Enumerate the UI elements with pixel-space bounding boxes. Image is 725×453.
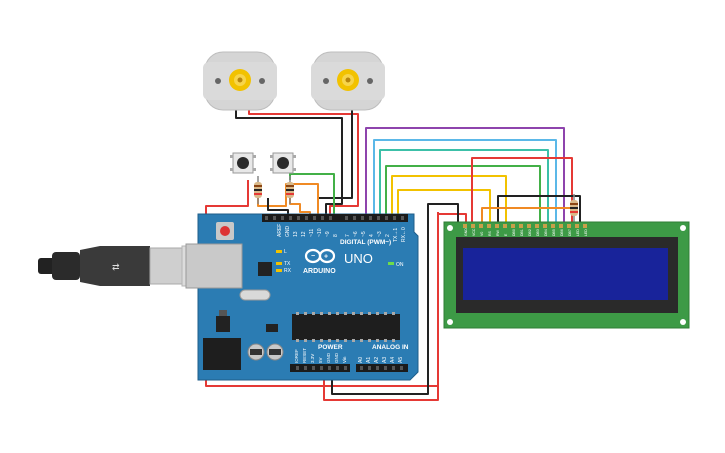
resistor-3[interactable]: [570, 194, 578, 222]
led-tx-label: TX: [284, 261, 291, 267]
wire-5v-red[interactable]: [323, 212, 439, 401]
lcd-pin-led-a-label: LED: [576, 229, 580, 236]
lcd-pin-rw-label: RW: [496, 230, 500, 236]
crystal: [239, 289, 271, 301]
power-label: POWER: [318, 344, 343, 351]
led-rx: [276, 269, 282, 272]
lcd-pin-e-label: E: [504, 233, 508, 236]
lcd-pin-db4-label: DB4: [544, 229, 548, 236]
ioref-label: IOREF: [294, 349, 299, 363]
pin-0-label: RX←0: [401, 227, 407, 242]
pin-12-label: 12: [301, 231, 307, 237]
lcd-pin-led-k-label: LED: [584, 229, 588, 236]
pin-6-label: ~6: [353, 231, 359, 237]
pin-4-label: 4: [369, 234, 375, 237]
usb-chip: [258, 262, 272, 276]
logo-minus-icon: −: [311, 253, 315, 260]
logo-plus-icon: +: [324, 254, 328, 261]
lcd-pin-db1-label: DB1: [520, 229, 524, 236]
reset-button-cap[interactable]: [220, 226, 230, 236]
arduino-uno[interactable]: AREF GND 13 12 ~11 ~10 ~9 8 7 ~6 ~5 4 ~3…: [185, 213, 419, 381]
led-rx-label: RX: [284, 268, 292, 274]
lcd-pin-vcc-label: VCC: [472, 228, 476, 236]
wire-lcd-teal[interactable]: [379, 149, 549, 224]
led-on: [388, 262, 394, 265]
pushbutton-1[interactable]: [230, 152, 256, 174]
lcd-pin-db6-label: DB6: [560, 229, 564, 236]
led-on-label: ON: [396, 262, 404, 268]
led-l-label: L: [284, 249, 287, 255]
arduino-logo-icon: [304, 248, 336, 264]
vin-label: Vin: [342, 356, 347, 363]
wire-motor1-red[interactable]: [248, 108, 359, 218]
pushbutton-2[interactable]: [270, 152, 296, 174]
led-l: [276, 250, 282, 253]
a3-label: A3: [382, 357, 388, 363]
gnd2-label: GND: [334, 352, 339, 363]
lcd-pin-db0-label: DB0: [512, 229, 516, 236]
lcd-pin-db5-label: DB5: [552, 229, 556, 236]
resistor-1[interactable]: [254, 176, 262, 204]
arduino-brand-label: ARDUINO: [303, 268, 336, 275]
pin-3-label: ~3: [377, 231, 383, 237]
dc-motor-2[interactable]: [311, 51, 385, 111]
a0-label: A0: [358, 357, 364, 363]
atmega-chip: [292, 314, 400, 340]
dc-motor-1[interactable]: [203, 51, 277, 111]
pin-5-label: ~5: [361, 231, 367, 237]
pin-2-label: 2: [385, 234, 391, 237]
wire-button2-green[interactable]: [289, 173, 335, 218]
uno-model-label: UNO: [344, 251, 373, 266]
wire-lcd-orange[interactable]: [481, 207, 574, 224]
3v3-label: 3.3V: [310, 354, 315, 363]
wire-gnd-black-lcd[interactable]: [331, 203, 459, 395]
gnd-label: GND: [285, 226, 291, 238]
usb-port: [185, 243, 243, 289]
analog-label: ANALOG IN: [372, 344, 409, 351]
voltage-regulator: [216, 316, 230, 332]
pin-1-label: TX→1: [393, 228, 399, 242]
lcd-pin-v0-label: V0: [480, 232, 484, 236]
pin-13-label: 13: [293, 231, 299, 237]
icsp-header: [266, 324, 278, 332]
pin-10-label: ~10: [317, 228, 323, 237]
lcd-pin-db3-label: DB3: [536, 229, 540, 236]
wire-lcd-red-top[interactable]: [471, 157, 573, 224]
lcd-pin-db7-label: DB7: [568, 229, 572, 236]
gnd1-label: GND: [326, 352, 331, 363]
5v-label: 5V: [318, 357, 323, 363]
pin-11-label: ~11: [309, 229, 315, 237]
analog-header: [356, 364, 408, 372]
a2-label: A2: [374, 357, 380, 363]
a1-label: A1: [366, 357, 372, 363]
wire-motor1-black[interactable]: [235, 108, 343, 218]
lcd-pin-gnd-label: GND: [464, 228, 468, 236]
a4-label: A4: [390, 357, 396, 363]
wire-lcd-purple[interactable]: [365, 127, 565, 224]
aref-label: AREF: [277, 224, 283, 237]
led-tx: [276, 262, 282, 265]
digital-header: [262, 214, 408, 222]
lcd-pin-db2-label: DB2: [528, 229, 532, 236]
power-jack: [203, 338, 241, 370]
lcd-pin-rs-label: RS: [488, 230, 492, 236]
lcd-screen: [463, 248, 668, 300]
pin-7-label: 7: [345, 234, 351, 237]
a5-label: A5: [398, 357, 404, 363]
wire-lcd-yellow1[interactable]: [391, 175, 507, 224]
wire-lcd-black-top[interactable]: [497, 195, 581, 224]
usb-icon: ⇄: [112, 262, 120, 272]
wire-button-red[interactable]: [205, 180, 467, 387]
lcd-16x2[interactable]: GND VCC V0 RS RW E DB0 DB1 DB2 DB3 DB4 D…: [443, 221, 690, 329]
pin-9-label: ~9: [325, 231, 331, 237]
wire-lcd-blue[interactable]: [373, 139, 557, 224]
reset-pin-label: RESET: [302, 348, 307, 363]
digital-label: DIGITAL (PWM~): [340, 239, 391, 246]
resistor-2[interactable]: [286, 176, 294, 204]
pin-8-label: 8: [333, 234, 339, 237]
